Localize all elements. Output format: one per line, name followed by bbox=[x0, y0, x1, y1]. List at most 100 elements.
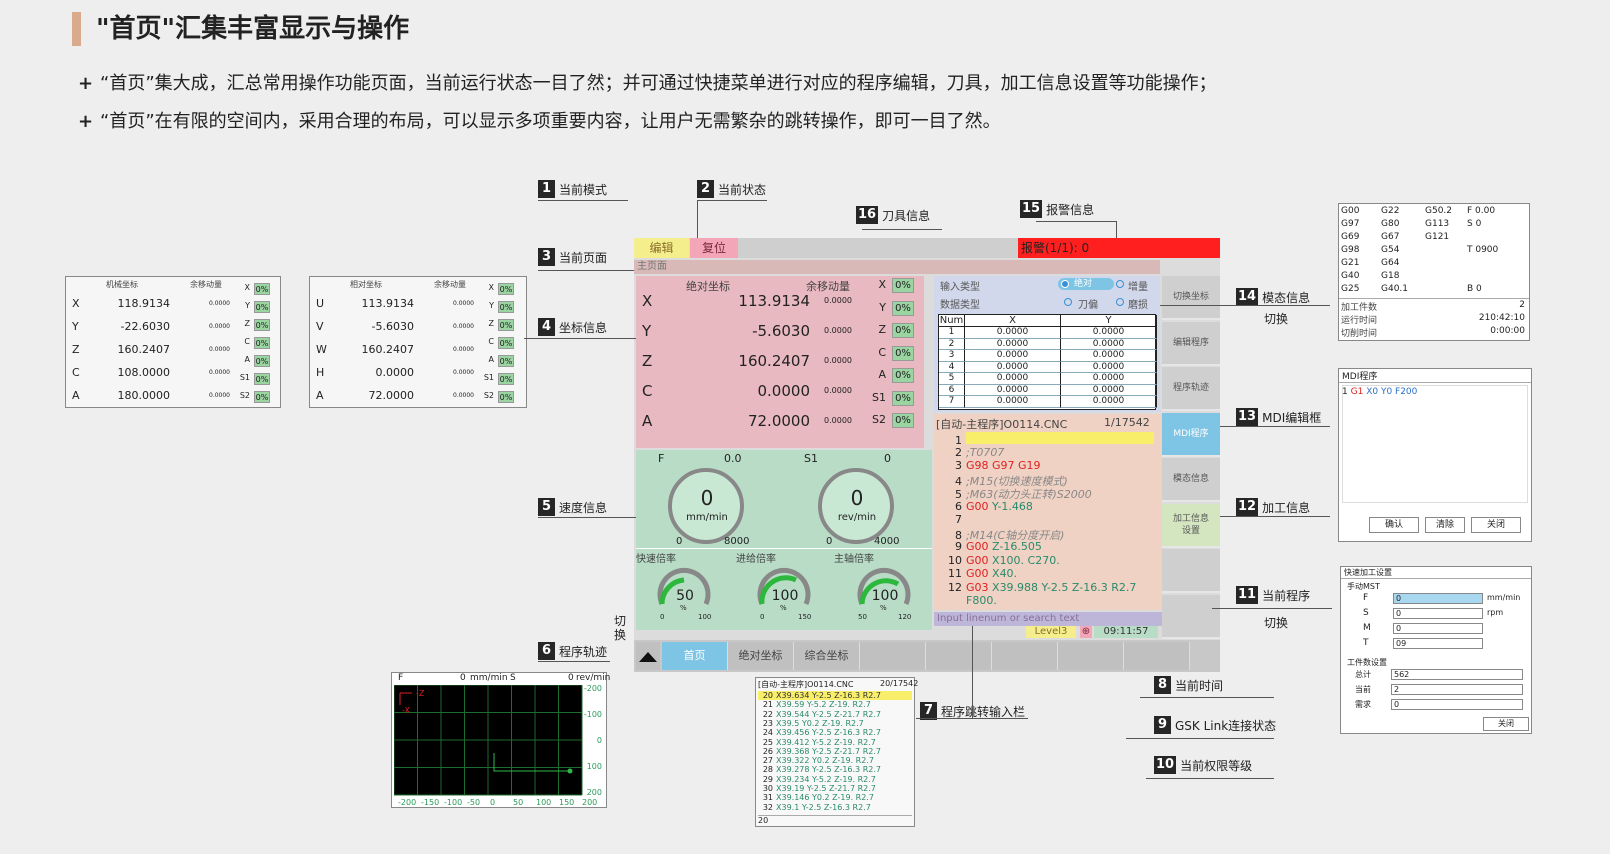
quick-field-input[interactable]: 2 bbox=[1391, 684, 1523, 695]
callout-line bbox=[697, 200, 767, 201]
side-button-4[interactable]: 模态信息 bbox=[1162, 458, 1220, 502]
mdi-code[interactable]: 1 G1 X0 Y0 F200 bbox=[1342, 387, 1417, 397]
load-axis-label: Y bbox=[879, 300, 886, 314]
tab-4[interactable] bbox=[926, 642, 992, 670]
mdi-editor[interactable] bbox=[1342, 385, 1528, 503]
mdi-clear-button[interactable]: 清除 bbox=[1425, 517, 1465, 533]
quick-title: 快速加工设置 bbox=[1341, 567, 1531, 579]
program-line-gcode: G00 bbox=[966, 553, 989, 567]
callout-number: 8 bbox=[1154, 676, 1171, 694]
program-line-gcode: G00 bbox=[966, 540, 989, 553]
program-line: 2;T0707 bbox=[934, 446, 1162, 459]
speed-panel: F 0.0 S1 0 0 mm/min 0 8000 0 rev/min 0 4… bbox=[636, 450, 932, 630]
quick-field-input[interactable]: 09 bbox=[1393, 638, 1483, 649]
tab-6[interactable] bbox=[1058, 642, 1124, 670]
tab-0[interactable]: 首页 bbox=[662, 642, 728, 670]
load-percent: 0% bbox=[892, 278, 914, 293]
track-s-label: S bbox=[510, 673, 516, 683]
side-button-6[interactable] bbox=[1162, 549, 1220, 593]
panel-header-remain: 余移动量 bbox=[190, 280, 222, 289]
tab-2[interactable]: 综合坐标 bbox=[794, 642, 860, 670]
offset-table-cell: 3 bbox=[939, 350, 965, 362]
callout-line bbox=[538, 200, 628, 201]
bottom-up-button[interactable] bbox=[636, 642, 660, 670]
callout-label: GSK Link连接状态 bbox=[1175, 718, 1277, 733]
mdi-confirm-button[interactable]: 确认 bbox=[1369, 517, 1419, 533]
tab-7[interactable] bbox=[1124, 642, 1190, 670]
radio-tool-offset[interactable]: 刀偏 bbox=[1078, 300, 1098, 311]
side-button-5[interactable]: 加工信息 设置 bbox=[1162, 503, 1220, 548]
coord-value: 0.0000 bbox=[375, 366, 415, 379]
coord-value: 108.0000 bbox=[117, 366, 171, 379]
load-percent: 0% bbox=[892, 300, 914, 316]
mdi-title: MDI程序 bbox=[1339, 369, 1531, 383]
radio-circle-icon bbox=[1064, 298, 1072, 306]
offset-table-header: Y bbox=[1061, 315, 1157, 327]
program-list-position: 20/17542 bbox=[880, 679, 919, 688]
coord-remain: 0.0000 bbox=[209, 346, 230, 353]
spindle-rate-min: 50 bbox=[858, 613, 867, 621]
gsk-link-status-icon: ⊕ bbox=[1080, 626, 1092, 638]
callout-line bbox=[538, 661, 610, 662]
speed-gauges bbox=[636, 468, 932, 605]
callout-number: 14 bbox=[1236, 288, 1259, 306]
track-x-label: -X bbox=[402, 706, 410, 715]
coord-value: -5.6030 bbox=[371, 320, 414, 333]
quick-field-input[interactable]: 0 bbox=[1393, 608, 1483, 619]
divider bbox=[636, 548, 932, 549]
load-percent: 0% bbox=[254, 301, 270, 313]
quick-field-input[interactable]: 0 bbox=[1393, 623, 1483, 634]
program-list-line-number: 24 bbox=[762, 728, 773, 738]
callout-label: 刀具信息 bbox=[882, 208, 931, 223]
quick-field-input[interactable]: 0 bbox=[1391, 699, 1523, 710]
callout-number: 1 bbox=[538, 180, 555, 198]
load-percent: 0% bbox=[254, 391, 270, 403]
modal-code: G40.1 bbox=[1381, 284, 1409, 294]
track-y-tick: 100 bbox=[587, 762, 602, 771]
spindle-gauge-value: 0 bbox=[850, 486, 864, 510]
program-list-line-number: 23 bbox=[762, 718, 773, 728]
tab-1[interactable]: 绝对坐标 bbox=[728, 642, 794, 670]
side-button-0[interactable]: 切换坐标 bbox=[1162, 276, 1220, 320]
alarm-indicator[interactable]: 报警(1/1): 0 bbox=[1018, 238, 1220, 258]
side-button-3[interactable]: MDI程序 bbox=[1162, 412, 1220, 457]
quick-field-unit: rpm bbox=[1487, 608, 1504, 617]
bullet-mark: + bbox=[78, 73, 94, 94]
tab-3[interactable] bbox=[860, 642, 926, 670]
program-jump-input[interactable]: 20 bbox=[758, 815, 912, 825]
panel-header-coord: 相对坐标 bbox=[350, 280, 382, 289]
spindle-value: 0 bbox=[884, 452, 891, 465]
program-header: [自动-主程序]O0114.CNC bbox=[936, 418, 1068, 431]
radio-absolute[interactable]: 绝对 bbox=[1058, 278, 1114, 290]
mdi-close-button[interactable]: 关闭 bbox=[1471, 517, 1521, 533]
load-axis-label: Y bbox=[489, 301, 494, 310]
program-list-line-number: 31 bbox=[762, 793, 773, 803]
quick-field-input[interactable]: 0 bbox=[1393, 593, 1483, 604]
callout-line bbox=[1160, 305, 1330, 306]
quick-close-button[interactable]: 关闭 bbox=[1483, 717, 1529, 731]
callout-label: 加工信息 bbox=[1262, 500, 1311, 515]
side-button-1[interactable]: 编辑程序 bbox=[1162, 321, 1220, 366]
quick-field-unit: mm/min bbox=[1487, 593, 1521, 602]
program-line: 8;M14(C轴分度开启) bbox=[934, 527, 1162, 542]
callout-number: 10 bbox=[1154, 756, 1177, 774]
program-list-line-code: X39.456 Y-2.5 Z-16.3 R2.7 bbox=[776, 728, 881, 738]
side-button-7[interactable] bbox=[1162, 594, 1220, 639]
callout-line bbox=[862, 229, 942, 230]
program-search-input[interactable]: Input linenum or search text bbox=[934, 612, 1162, 626]
side-button-2[interactable]: 程序轨迹 bbox=[1162, 367, 1220, 411]
rapid-rate-min: 0 bbox=[660, 613, 665, 621]
quick-field-input[interactable]: 562 bbox=[1391, 669, 1523, 680]
tab-5[interactable] bbox=[992, 642, 1058, 670]
radio-increment[interactable]: 增量 bbox=[1128, 282, 1148, 293]
radio-wear[interactable]: 磨损 bbox=[1128, 300, 1148, 311]
program-line: 4;M15(切换速度模式) bbox=[934, 473, 1162, 488]
